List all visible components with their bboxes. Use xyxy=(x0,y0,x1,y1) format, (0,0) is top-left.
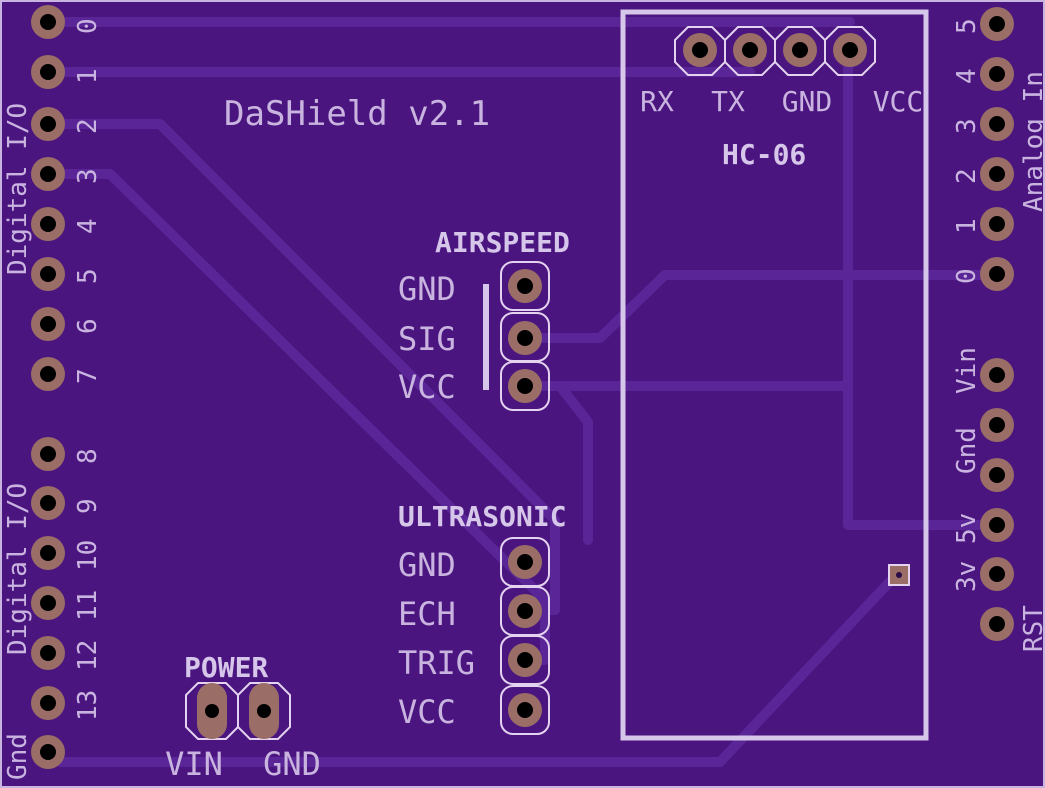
right-header-pads xyxy=(980,7,1014,641)
left-header-labels: Digital I/O Digital I/O Gnd 0 1 2 3 4 5 … xyxy=(3,18,103,780)
d-pin-label-7: 7 xyxy=(73,368,103,384)
us-hole-ech xyxy=(517,603,533,619)
d-pin-label-11: 11 xyxy=(73,590,103,621)
d-pin-label-13: 13 xyxy=(73,690,103,721)
airspeed-pin-vcc-label: VCC xyxy=(398,368,456,406)
bt-hole-tx xyxy=(742,42,758,58)
trace-gnd xyxy=(55,568,903,767)
trace-airspeed-sig xyxy=(520,270,1000,343)
ultrasonic-pads xyxy=(500,537,550,735)
airspeed-hole-gnd xyxy=(517,278,533,294)
d-pin-label-8: 8 xyxy=(73,448,103,464)
us-hole-trig xyxy=(517,652,533,668)
a-pin-label-2: 2 xyxy=(952,168,982,184)
airspeed-bar xyxy=(483,284,489,390)
ultrasonic-pin-trig-label: TRIG xyxy=(398,644,475,682)
left-group-label-top: Digital I/O xyxy=(3,103,33,275)
right-header-labels: Analog In 5 4 3 2 1 0 Vin Gnd 5v 3v RST xyxy=(952,18,1045,652)
us-hole-gnd xyxy=(517,554,533,570)
a-pin-label-0: 0 xyxy=(952,268,982,284)
d-pin-label-1: 1 xyxy=(73,68,103,84)
pwr-label-vin: Vin xyxy=(952,347,982,394)
bt-pin-label-gnd: GND xyxy=(782,85,833,118)
trace-airspeed-vcc xyxy=(520,381,593,545)
d-pin-label-3: 3 xyxy=(73,168,103,184)
power-hole-vin xyxy=(205,704,219,718)
d-pin-label-4: 4 xyxy=(73,218,103,234)
bt-pin-label-vcc: VCC xyxy=(873,85,924,118)
a-pin-label-1: 1 xyxy=(952,218,982,234)
bt-pads xyxy=(674,26,876,76)
left-group-label-bottom: Digital I/O xyxy=(3,483,33,655)
hc06-label: HC-06 xyxy=(722,138,806,171)
bt-pin-label-rx: RX xyxy=(640,85,674,118)
airspeed-pin-gnd-label: GND xyxy=(398,270,456,308)
d-pin-label-12: 12 xyxy=(73,640,103,671)
board-title: DaSHield v2.1 xyxy=(224,94,490,134)
bt-pin-label-tx: TX xyxy=(711,85,745,118)
power-pin-vin-label: VIN xyxy=(165,745,223,783)
bt-hole-gnd xyxy=(792,42,808,58)
pwr-label-5v: 5v xyxy=(952,513,982,544)
trace-5v xyxy=(843,45,1000,530)
power-hole-gnd xyxy=(257,704,271,718)
analog-group-label: Analog In xyxy=(1019,71,1045,212)
airspeed-hole-vcc xyxy=(517,378,533,394)
a-pin-label-5: 5 xyxy=(952,18,982,34)
us-hole-vcc xyxy=(517,702,533,718)
airspeed-pin-sig-label: SIG xyxy=(398,320,456,358)
pwr-label-3v: 3v xyxy=(952,561,982,592)
d-pin-label-9: 9 xyxy=(73,498,103,514)
d-pin-label-2: 2 xyxy=(73,118,103,134)
power-pin-gnd-label: GND xyxy=(263,745,321,783)
d-pin-label-5: 5 xyxy=(73,268,103,284)
pwr-label-gnd: Gnd xyxy=(952,427,982,474)
left-gnd-label: Gnd xyxy=(3,733,33,780)
ultrasonic-title: ULTRASONIC xyxy=(398,500,567,533)
rst-label: RST xyxy=(1019,605,1045,652)
left-header-pads xyxy=(31,5,65,769)
d-pin-label-6: 6 xyxy=(73,318,103,334)
ultrasonic-pin-gnd-label: GND xyxy=(398,546,456,584)
bt-hole-rx xyxy=(692,42,708,58)
power-pads xyxy=(185,682,291,740)
airspeed-pads xyxy=(500,261,550,411)
airspeed-title: AIRSPEED xyxy=(435,226,570,259)
hc06-smd-hole xyxy=(896,572,902,578)
d-pin-label-10: 10 xyxy=(73,540,103,571)
a-pin-label-3: 3 xyxy=(952,118,982,134)
hc06-outline xyxy=(620,9,929,741)
power-title: POWER xyxy=(184,651,268,684)
ultrasonic-pin-vcc-label: VCC xyxy=(398,693,456,731)
a-pin-label-4: 4 xyxy=(952,68,982,84)
airspeed-hole-sig xyxy=(517,330,533,346)
ultrasonic-pin-ech-label: ECH xyxy=(398,595,456,633)
d-pin-label-0: 0 xyxy=(73,18,103,34)
bt-hole-vcc xyxy=(842,42,858,58)
